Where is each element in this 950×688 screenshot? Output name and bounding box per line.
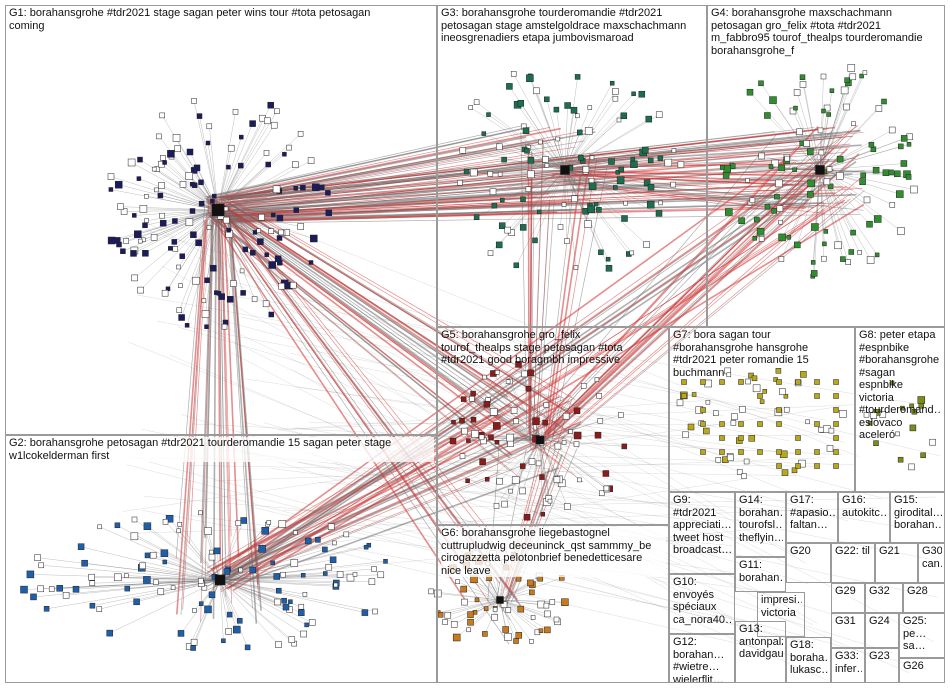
group-label-g13: G12: borahan… #wietre… wielerflit…	[673, 636, 732, 683]
group-panel-g18: G18: boraha… lukasc…	[786, 637, 831, 683]
group-label-g20: G20	[790, 545, 828, 558]
group-panel-g8: G8: peter etapa #espnbike #borahansgrohe…	[855, 327, 945, 492]
group-panel-g28: G28	[903, 583, 945, 613]
group-label-g22: G22: til	[835, 545, 872, 558]
group-panel-g7: G7: bora sagan tour #borahansgrohe hansg…	[669, 327, 855, 492]
group-panel-g26: G26	[899, 658, 945, 683]
group-label-g11: G11: borahan…	[739, 559, 783, 584]
group-label-g10: G10: envoyés spéciaux ca_nora40…	[673, 576, 732, 626]
group-panel-g9: G9: #tdr2021 appreciati… tweet host broa…	[669, 492, 735, 574]
group-panel-g22: G22: til	[831, 543, 875, 583]
group-panel-g2: G2: borahansgrohe petosagan #tdr2021 tou…	[5, 435, 437, 683]
group-panel-g16: G16: autokitc…	[838, 492, 890, 543]
group-label-g18: G18: boraha… lukasc…	[790, 639, 828, 677]
group-panel-g15: G15: girodital… borahan…	[890, 492, 945, 543]
group-label-g19: impresi… victoria	[761, 594, 802, 619]
group-panel-g6: G6: borahansgrohe liegebastognel cuttrup…	[437, 525, 669, 683]
group-panel-g29: G29	[831, 583, 865, 613]
group-label-g28: G28	[907, 585, 942, 598]
group-label-g15: G15: girodital… borahan…	[894, 494, 942, 532]
group-panel-g1: G1: borahansgrohe #tdr2021 stage sagan p…	[5, 5, 437, 435]
group-label-g32: G32	[869, 585, 900, 598]
group-label-g23: G23	[869, 650, 896, 663]
group-panel-g25: G25: pe… sa…	[899, 613, 945, 658]
group-label-g2: G2: borahansgrohe petosagan #tdr2021 tou…	[9, 437, 434, 462]
group-label-g24: G24	[869, 615, 896, 628]
group-label-g21: G21	[879, 545, 915, 558]
group-label-g7: G7: bora sagan tour #borahansgrohe hansg…	[673, 329, 852, 379]
group-panel-g24: G24	[865, 613, 899, 648]
group-label-g16: G16: autokitc…	[842, 494, 887, 519]
group-panel-g17: G17: #apasio… faltan…	[786, 492, 838, 543]
group-panel-g13: G12: borahan… #wietre… wielerflit…	[669, 634, 735, 683]
group-label-g17: G17: #apasio… faltan…	[790, 494, 835, 532]
group-panel-g5: G5: borahansgrohe gro_felix tourof_theal…	[437, 327, 669, 525]
group-label-g6: G6: borahansgrohe liegebastognel cuttrup…	[441, 527, 666, 577]
group-panel-g33: G33: infer…	[831, 648, 865, 683]
group-label-g9: G9: #tdr2021 appreciati… tweet host broa…	[673, 494, 732, 557]
group-panel-g31: G31	[831, 613, 865, 648]
group-label-g14: G14: borahan… tourofsl… theflyin…	[739, 494, 783, 544]
group-panel-g23: G23	[865, 648, 899, 683]
group-label-g3: G3: borahansgrohe tourderomandie #tdr202…	[441, 7, 704, 45]
group-panel-g12: G13: antonpalzer davidgaud…	[735, 621, 786, 683]
group-label-g8: G8: peter etapa #espnbike #borahansgrohe…	[859, 329, 942, 442]
group-panel-g3: G3: borahansgrohe tourderomandie #tdr202…	[437, 5, 707, 327]
group-label-g31: G31	[835, 615, 862, 628]
group-label-g25: G25: pe… sa…	[903, 615, 942, 653]
group-panel-g11: G11: borahan…	[735, 557, 786, 592]
group-panel-g20: G20	[786, 543, 831, 583]
group-panel-g10: G10: envoyés spéciaux ca_nora40…	[669, 574, 735, 634]
group-panel-g4: G4: borahansgrohe maxschachmann petosaga…	[707, 5, 945, 327]
group-label-g29: G29	[835, 585, 862, 598]
group-label-g1: G1: borahansgrohe #tdr2021 stage sagan p…	[9, 7, 434, 32]
group-panel-g21: G21	[875, 543, 918, 583]
group-label-g33: G33: infer…	[835, 650, 862, 675]
group-label-g26: G26	[903, 660, 942, 673]
group-label-g4: G4: borahansgrohe maxschachmann petosaga…	[711, 7, 942, 57]
group-panel-g32: G32	[865, 583, 903, 613]
group-panel-g30: G30: can…	[918, 543, 945, 583]
group-label-g12: G13: antonpalzer davidgaud…	[739, 623, 783, 661]
group-label-g30: G30: can…	[922, 545, 942, 570]
group-panel-g14: G14: borahan… tourofsl… theflyin…	[735, 492, 786, 557]
group-label-g5: G5: borahansgrohe gro_felix tourof_theal…	[441, 329, 666, 367]
